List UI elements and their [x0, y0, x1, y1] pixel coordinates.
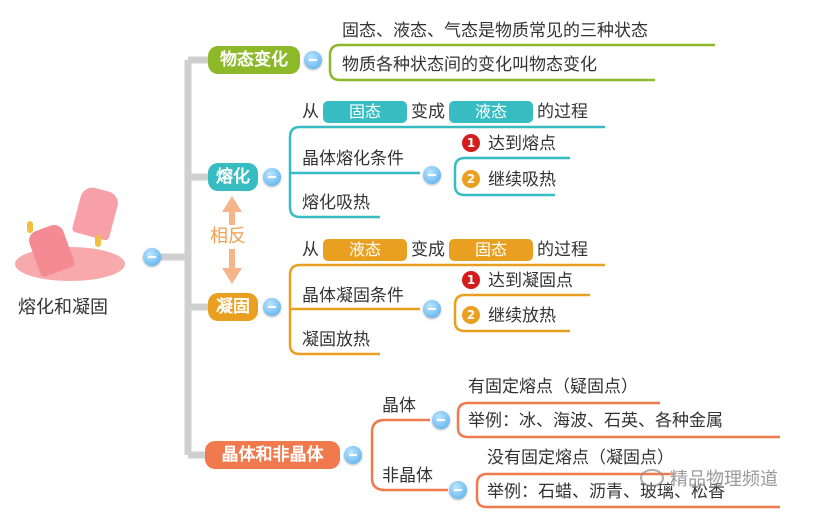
node-state-change[interactable]: 物态变化 [208, 46, 300, 74]
state-change-item: 固态、液态、气态是物质常见的三种状态 [342, 21, 648, 41]
solidifying-condition: 晶体凝固条件 [302, 286, 404, 306]
opposite-label: 相反 [210, 225, 246, 249]
wechat-icon [640, 469, 664, 487]
text: 的过程 [537, 240, 588, 260]
text: 继续吸热 [488, 170, 556, 190]
collapse-crystal-sub-button[interactable] [432, 411, 450, 429]
watermark: 精品物理频道 [640, 468, 778, 492]
watermark-text: 精品物理频道 [670, 469, 778, 490]
text: 达到凝固点 [488, 271, 573, 291]
amorphous-label: 非晶体 [382, 466, 433, 486]
crystal-label: 晶体 [382, 396, 416, 416]
crystal-item: 举例：冰、海波、石英、各种金属 [468, 411, 723, 431]
text: 从 [302, 102, 319, 122]
tag-liquid: 液态 [449, 101, 533, 123]
condition-item: 1 达到凝固点 [462, 269, 573, 293]
state-change-item: 物质各种状态间的变化叫物态变化 [342, 55, 597, 75]
collapse-crystal-button[interactable] [344, 446, 362, 464]
collapse-amorphous-button[interactable] [449, 481, 467, 499]
popsicle-illustration [15, 184, 130, 285]
number-1-icon: 1 [462, 134, 480, 152]
text: 从 [302, 240, 319, 260]
text: 变成 [411, 102, 445, 122]
melting-process: 从固态变成液态的过程 [302, 100, 588, 124]
collapse-root-button[interactable] [143, 248, 161, 266]
tag-solid: 固态 [449, 239, 533, 261]
condition-item: 1 达到熔点 [462, 132, 556, 156]
condition-item: 2 继续吸热 [462, 168, 556, 192]
text: 继续放热 [488, 306, 556, 326]
collapse-solidifying-button[interactable] [263, 298, 281, 316]
tag-solid: 固态 [323, 101, 407, 123]
melting-heat: 熔化吸热 [302, 193, 370, 213]
node-melting[interactable]: 熔化 [208, 163, 258, 191]
collapse-solidifying-condition-button[interactable] [423, 300, 441, 318]
collapse-state-change-button[interactable] [304, 51, 322, 69]
tag-liquid: 液态 [323, 239, 407, 261]
root-label: 熔化和凝固 [18, 297, 108, 318]
solidifying-process: 从液态变成固态的过程 [302, 238, 588, 262]
melting-condition: 晶体熔化条件 [302, 149, 404, 169]
node-solidifying[interactable]: 凝固 [208, 293, 258, 321]
number-1-icon: 1 [462, 271, 480, 289]
text: 达到熔点 [488, 134, 556, 154]
amorphous-item: 举例：石蜡、沥青、玻璃、松香 [487, 482, 725, 502]
condition-item: 2 继续放热 [462, 304, 556, 328]
text: 的过程 [537, 102, 588, 122]
node-crystal[interactable]: 晶体和非晶体 [205, 441, 340, 469]
crystal-item: 有固定熔点（疑固点） [468, 377, 638, 397]
text: 变成 [411, 240, 445, 260]
collapse-melting-button[interactable] [263, 168, 281, 186]
number-2-icon: 2 [462, 170, 480, 188]
number-2-icon: 2 [462, 306, 480, 324]
solidifying-heat: 凝固放热 [302, 330, 370, 350]
collapse-melting-condition-button[interactable] [423, 166, 441, 184]
amorphous-item: 没有固定熔点（凝固点） [487, 448, 674, 468]
